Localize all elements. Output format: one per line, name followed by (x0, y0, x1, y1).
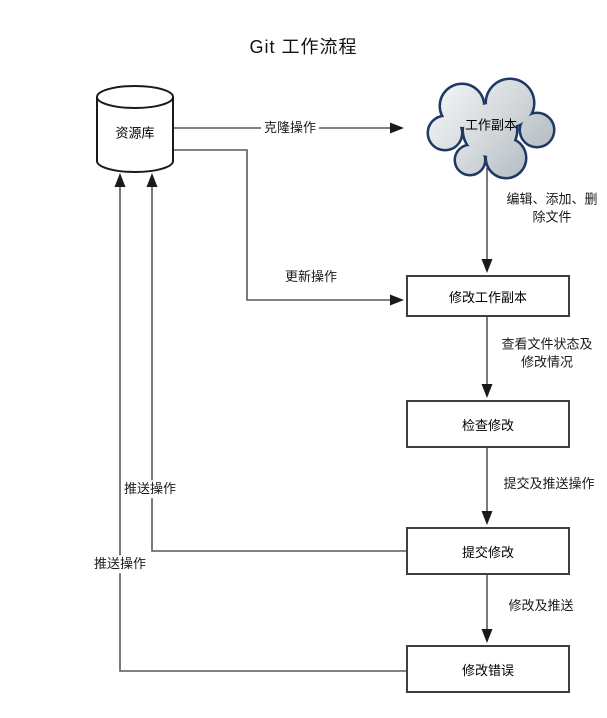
arrowhead-push-from-fix (114, 173, 126, 187)
edge-commit-and-push-label: 提交及推送操作 (500, 475, 598, 493)
node-modify-working-copy-label: 修改工作副本 (448, 289, 527, 305)
arrowhead-update (390, 294, 404, 306)
repository-cylinder-shape (96, 85, 174, 173)
arrowhead-commit-push (481, 511, 493, 525)
working-copy-node-label: 工作副本 (464, 117, 518, 133)
edge-modify-and-push-label: 修改及推送 (505, 597, 577, 615)
edge-update-line (171, 149, 391, 301)
edge-edit-add-delete-label: 编辑、添加、删除文件 (502, 190, 602, 226)
node-fix-errors-label: 修改错误 (461, 662, 514, 678)
connector-lines (119, 127, 488, 672)
node-modify-working-copy: 修改工作副本 (406, 275, 570, 317)
edge-push-from-commit-line (151, 186, 406, 552)
page-title: Git 工作流程 (249, 37, 358, 57)
arrowhead-view-status (481, 384, 493, 398)
arrowhead-edit (481, 259, 493, 273)
node-check-changes: 检查修改 (406, 400, 570, 448)
node-fix-errors: 修改错误 (406, 645, 570, 693)
edge-view-status-label: 查看文件状态及修改情况 (497, 335, 597, 371)
arrowhead-modify-push (481, 629, 493, 643)
arrowheads (114, 122, 493, 643)
working-copy-cloud-shape (426, 77, 556, 180)
edge-clone-label: 克隆操作 (260, 119, 320, 137)
edge-update-label: 更新操作 (281, 268, 341, 286)
node-commit-changes: 提交修改 (406, 527, 570, 575)
arrowhead-push-from-commit (146, 173, 158, 187)
node-check-changes-label: 检查修改 (461, 417, 514, 433)
edge-push-from-fix-line (119, 186, 406, 672)
edge-push-from-fix-label: 推送操作 (90, 555, 150, 573)
edge-push-from-commit-label: 推送操作 (120, 480, 180, 498)
repository-node-label: 资源库 (115, 125, 155, 141)
arrowhead-clone (390, 122, 404, 134)
node-commit-changes-label: 提交修改 (461, 544, 514, 560)
